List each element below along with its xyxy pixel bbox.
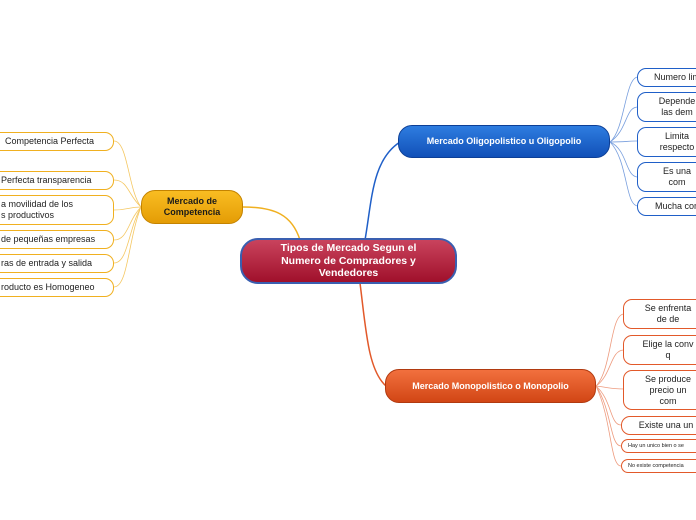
branch-monopolio-label: Mercado Monopolistico o Monopolio [412, 380, 569, 391]
monopolio-item[interactable]: Existe una un [621, 416, 696, 435]
link-central-oligopolio [364, 141, 401, 241]
oligopolio-item[interactable]: Depende las dem [637, 92, 696, 122]
monopolio-item[interactable]: No existe competencia [621, 459, 696, 473]
competencia-links [113, 140, 142, 288]
competencia-item[interactable]: roducto es Homogeneo [0, 278, 114, 297]
monopolio-links [595, 313, 625, 467]
competencia-item[interactable]: ras de entrada y salida [0, 254, 114, 273]
competencia-item[interactable]: a movilidad de los s productivos [0, 195, 114, 225]
monopolio-item[interactable]: Se produce precio un com [623, 370, 696, 410]
branch-oligopolio-label: Mercado Oligopolistico u Oligopolio [426, 136, 582, 146]
branch-oligopolio[interactable]: Mercado Oligopolistico u Oligopolio [398, 125, 610, 158]
monopolio-item[interactable]: Elige la conv q [623, 335, 696, 365]
oligopolio-links [609, 76, 639, 207]
link-central-monopolio [359, 282, 387, 387]
link-central-competencia [242, 206, 301, 241]
competencia-item[interactable]: Competencia Perfecta [0, 132, 114, 151]
branch-competencia-label: Mercado de Competencia [163, 196, 221, 217]
competencia-item[interactable]: de pequeñas empresas [0, 230, 114, 249]
branch-monopolio[interactable]: Mercado Monopolistico o Monopolio [385, 369, 596, 403]
central-topic[interactable]: Tipos de Mercado Segun el Numero de Comp… [240, 238, 457, 284]
oligopolio-item[interactable]: Mucha con [637, 197, 696, 216]
monopolio-item[interactable]: Se enfrenta de de [623, 299, 696, 329]
oligopolio-item[interactable]: Es una com [637, 162, 696, 192]
oligopolio-item[interactable]: Numero lim [637, 68, 696, 87]
monopolio-item[interactable]: Hay un unico bien o se [621, 439, 696, 453]
branch-competencia[interactable]: Mercado de Competencia [141, 190, 243, 224]
central-topic-label: Tipos de Mercado Segun el Numero de Comp… [280, 242, 417, 280]
competencia-item[interactable]: Perfecta transparencia [0, 171, 114, 190]
oligopolio-item[interactable]: Limita respecto [637, 127, 696, 157]
